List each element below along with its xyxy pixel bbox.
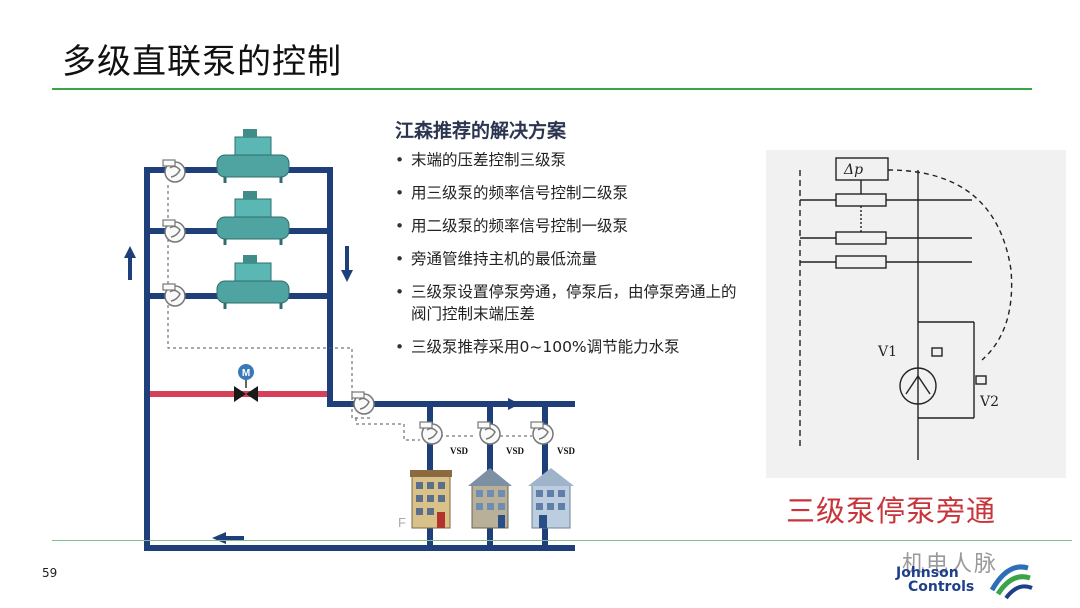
- vsd-label-1: VSD: [450, 446, 469, 456]
- schematic-caption: 三级泵停泵旁通: [786, 494, 997, 528]
- logo-line-2: Controls: [908, 579, 975, 595]
- logo-line-1: Johnson: [896, 565, 959, 581]
- bypass-schematic: Δp V1 V2: [766, 150, 1066, 478]
- tertiary-pump-3-icon: [530, 421, 554, 445]
- dp-label: Δp: [843, 162, 863, 178]
- solution-item: 用二级泵的频率信号控制一级泵: [395, 215, 755, 237]
- tertiary-pump-1-icon: [419, 421, 443, 445]
- partial-label: F: [398, 515, 406, 530]
- solution-item: 三级泵推荐采用0~100%调节能力水泵: [395, 336, 755, 358]
- building-1-icon: [410, 470, 452, 529]
- motorized-valve-icon: [234, 364, 258, 402]
- solution-heading: 江森推荐的解决方案: [395, 120, 567, 142]
- company-logo-text: Johnson Controls: [896, 566, 988, 594]
- chiller-2-icon: [215, 189, 291, 247]
- primary-pump-3-icon: [162, 283, 186, 307]
- vsd-label-3: VSD: [557, 446, 576, 456]
- v2-label: V2: [979, 394, 999, 410]
- primary-pump-2-icon: [162, 219, 186, 243]
- slide-title: 多级直联泵的控制: [62, 42, 342, 82]
- solution-item: 用三级泵的频率信号控制二级泵: [395, 182, 755, 204]
- title-rule: [52, 88, 1032, 90]
- tertiary-pump-2-icon: [477, 421, 501, 445]
- watermark: 机电人脉: [902, 552, 999, 577]
- building-2-icon: [468, 468, 512, 529]
- chiller-3-icon: [215, 253, 291, 311]
- chiller-1-icon: [215, 127, 291, 185]
- schematic-drawing: Δp V1 V2: [799, 157, 1013, 460]
- valve-label: M: [242, 368, 250, 379]
- building-3-icon: [528, 468, 574, 529]
- solution-item: 三级泵设置停泵旁通，停泵后，由停泵旁通上的阀门控制末端压差: [395, 281, 751, 325]
- solution-item: 旁通管维持主机的最低流量: [395, 248, 755, 270]
- primary-pump-1-icon: [162, 159, 186, 183]
- solution-box: 江森推荐的解决方案 末端的压差控制三级泵 用三级泵的频率信号控制二级泵 用二级泵…: [395, 116, 755, 369]
- solution-list: 末端的压差控制三级泵 用三级泵的频率信号控制二级泵 用二级泵的频率信号控制一级泵…: [395, 149, 755, 358]
- footer-rule: [52, 540, 1072, 541]
- secondary-pump-icon: [351, 391, 375, 415]
- solution-item: 末端的压差控制三级泵: [395, 149, 755, 171]
- company-logo-icon: [989, 564, 1033, 600]
- page-number: 59: [42, 566, 58, 580]
- vsd-label-2: VSD: [506, 446, 525, 456]
- v1-label: V1: [877, 344, 897, 360]
